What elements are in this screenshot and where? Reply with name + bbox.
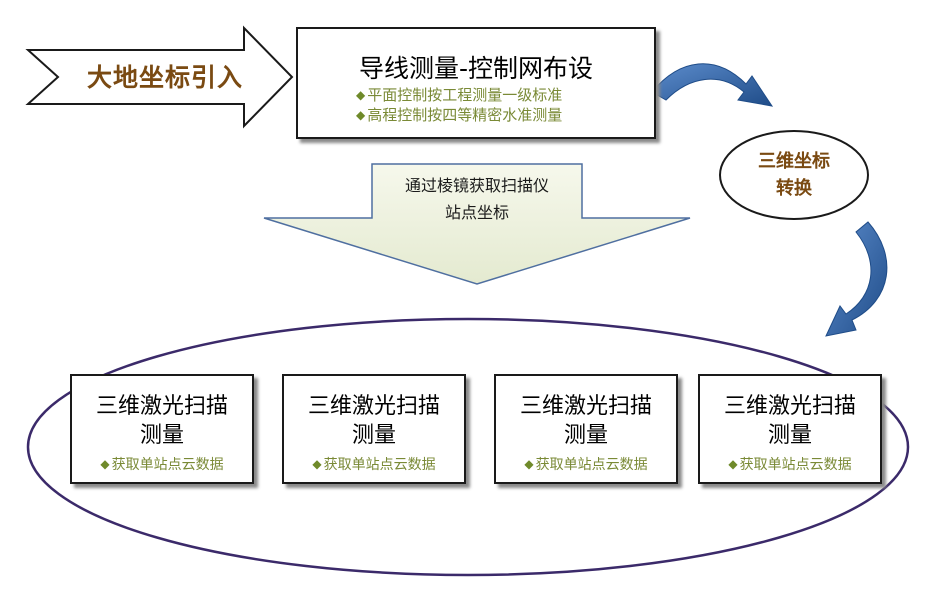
bullet-plane-control: ◆平面控制按工程测量一级标准 bbox=[356, 86, 563, 104]
scan-box-subtitle: ◆获取单站点云数据 bbox=[100, 457, 224, 473]
diamond-bullet-icon: ◆ bbox=[312, 457, 322, 471]
diamond-bullet-icon: ◆ bbox=[100, 457, 110, 471]
scan-box-subtitle: ◆获取单站点云数据 bbox=[312, 457, 436, 473]
diamond-bullet-icon: ◆ bbox=[728, 457, 738, 471]
bullet-elevation-control: ◆高程控制按四等精密水准测量 bbox=[356, 106, 563, 124]
transform-ellipse bbox=[719, 130, 869, 220]
transform-text: 三维坐标 转换 bbox=[758, 151, 830, 199]
scan-box-3: 三维激光扫描 测量 ◆获取单站点云数据 bbox=[494, 374, 678, 484]
curved-arrow-top bbox=[651, 63, 774, 107]
control-network-bullets: ◆平面控制按工程测量一级标准 ◆高程控制按四等精密水准测量 bbox=[356, 85, 562, 125]
scan-box-title: 三维激光扫描 测量 bbox=[723, 394, 856, 448]
scan-box-4: 三维激光扫描 测量 ◆获取单站点云数据 bbox=[698, 374, 882, 484]
control-network-box: 导线测量-控制网布设 ◆平面控制按工程测量一级标准 ◆高程控制按四等精密水准测量 bbox=[296, 27, 656, 139]
scan-box-subtitle: ◆获取单站点云数据 bbox=[524, 457, 648, 473]
scan-box-title: 三维激光扫描 测量 bbox=[519, 394, 652, 448]
scan-box-subtitle: ◆获取单站点云数据 bbox=[728, 457, 852, 473]
entry-arrow-shape bbox=[25, 25, 294, 129]
scan-box-title: 三维激光扫描 测量 bbox=[307, 394, 440, 448]
diamond-bullet-icon: ◆ bbox=[356, 88, 366, 102]
scan-box-1: 三维激光扫描 测量 ◆获取单站点云数据 bbox=[70, 374, 254, 484]
control-network-title: 导线测量-控制网布设 bbox=[358, 54, 594, 83]
scan-box-title: 三维激光扫描 测量 bbox=[95, 394, 228, 448]
diamond-bullet-icon: ◆ bbox=[524, 457, 534, 471]
down-arrow-shape bbox=[263, 163, 691, 285]
diamond-bullet-icon: ◆ bbox=[356, 108, 366, 122]
curved-arrow-bottom bbox=[825, 221, 888, 337]
down-arrow-text: 通过棱镜获取扫描仪 站点坐标 bbox=[404, 176, 549, 222]
scan-box-2: 三维激光扫描 测量 ◆获取单站点云数据 bbox=[282, 374, 466, 484]
entry-label: 大地坐标引入 bbox=[86, 63, 243, 92]
